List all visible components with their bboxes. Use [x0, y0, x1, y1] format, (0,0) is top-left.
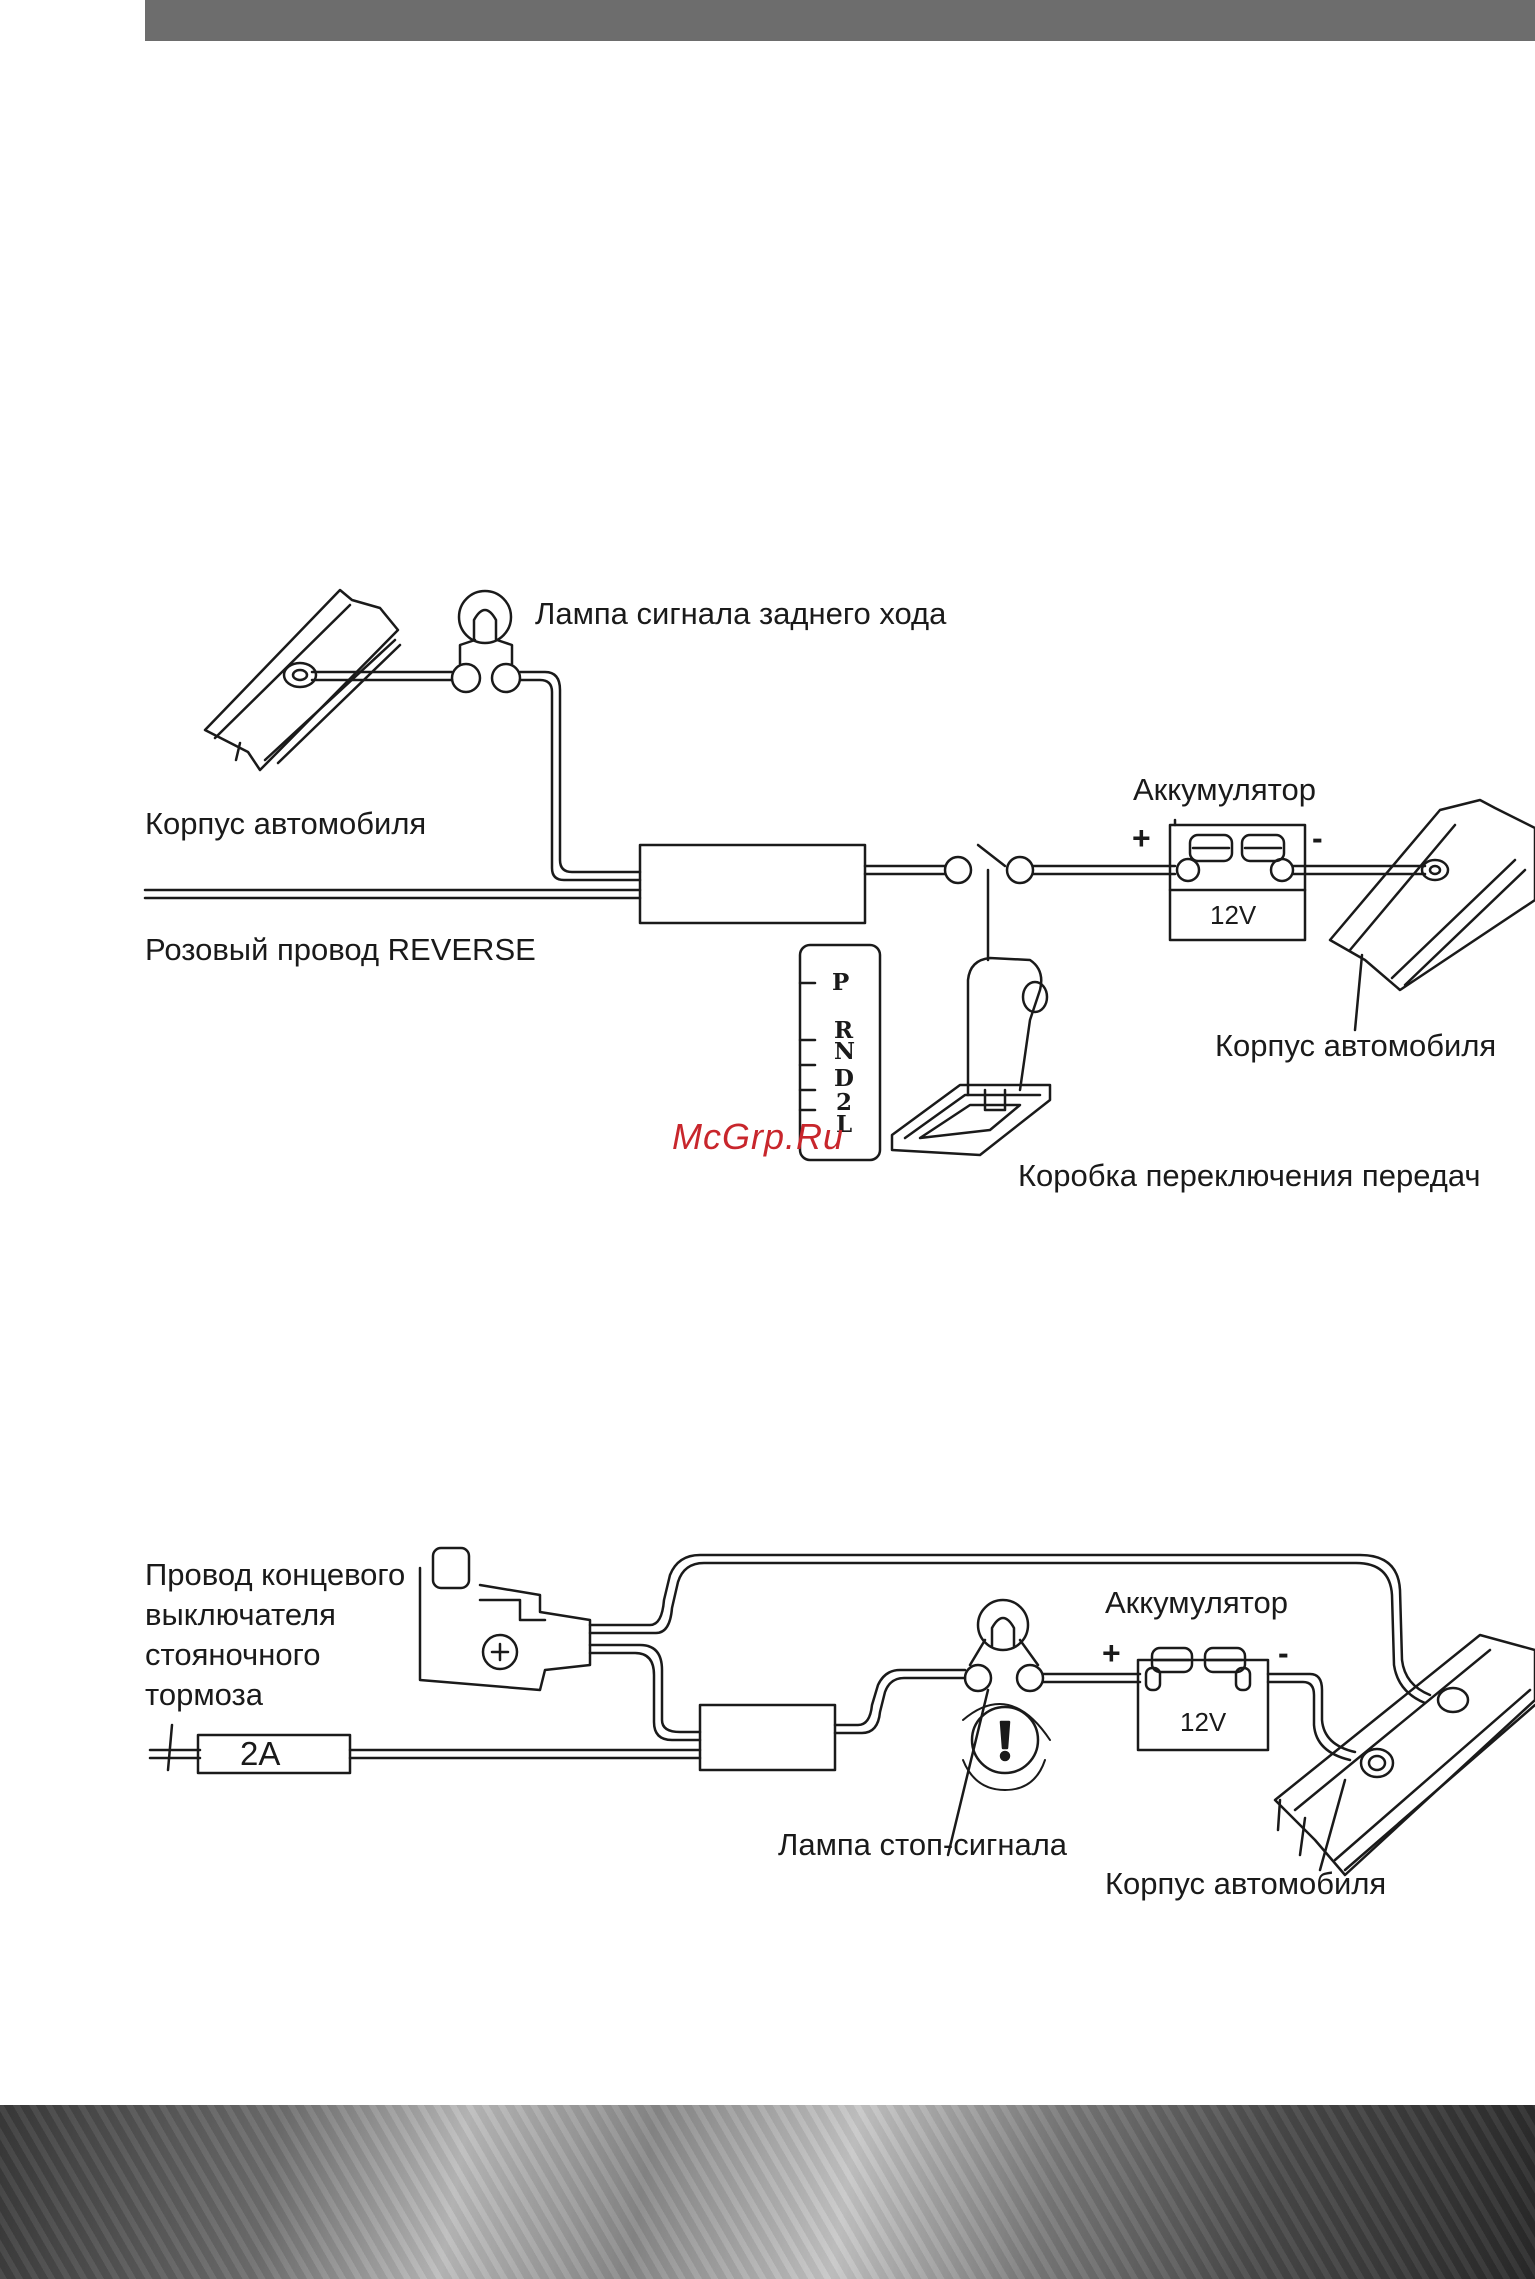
battery-plus-2: +: [1102, 1635, 1121, 1671]
gear-d: D: [834, 1068, 854, 1089]
gear-shifter-icon: [892, 958, 1050, 1155]
control-module-2: [700, 1705, 835, 1770]
battery-label-2: Аккумулятор: [1105, 1585, 1288, 1621]
footer-band: [0, 2105, 1535, 2279]
brake-lamp-label: Лампа стоп-сигнала: [778, 1827, 1067, 1863]
switch-contact-left: [945, 857, 971, 883]
car-body-label-left: Корпус автомобиля: [145, 806, 426, 842]
gearbox-label: Коробка переключения передач: [1018, 1158, 1481, 1194]
car-body-label-right: Корпус автомобиля: [1215, 1028, 1496, 1064]
battery-label-1: Аккумулятор: [1133, 772, 1316, 808]
gear-n: N: [834, 1041, 855, 1062]
gear-2: 2: [836, 1092, 852, 1113]
reverse-lamp-icon: [452, 591, 520, 692]
parking-brake-switch-label: Провод концевого выключателя стояночного…: [145, 1555, 445, 1715]
watermark: McGrp.Ru: [672, 1116, 844, 1158]
fuse-label: 2A: [240, 1736, 280, 1772]
brake-lamp-icon: [948, 1600, 1050, 1855]
gear-p: P: [832, 972, 849, 993]
switch-contact-right: [1007, 857, 1033, 883]
battery-voltage-2: 12V: [1180, 1707, 1226, 1738]
reverse-wire-label: Розовый провод REVERSE: [145, 932, 536, 968]
parking-brake-switch-icon: [420, 1548, 590, 1690]
battery-voltage-1: 12V: [1210, 900, 1256, 931]
battery-minus-1: -: [1312, 820, 1323, 856]
reverse-lamp-label: Лампа сигнала заднего хода: [535, 596, 946, 632]
battery-minus-2: -: [1278, 1635, 1289, 1671]
control-module: [640, 845, 865, 923]
car-body-rail-right: [1330, 800, 1535, 1030]
car-body-label-2: Корпус автомобиля: [1105, 1866, 1386, 1902]
battery-plus-1: +: [1132, 820, 1151, 856]
